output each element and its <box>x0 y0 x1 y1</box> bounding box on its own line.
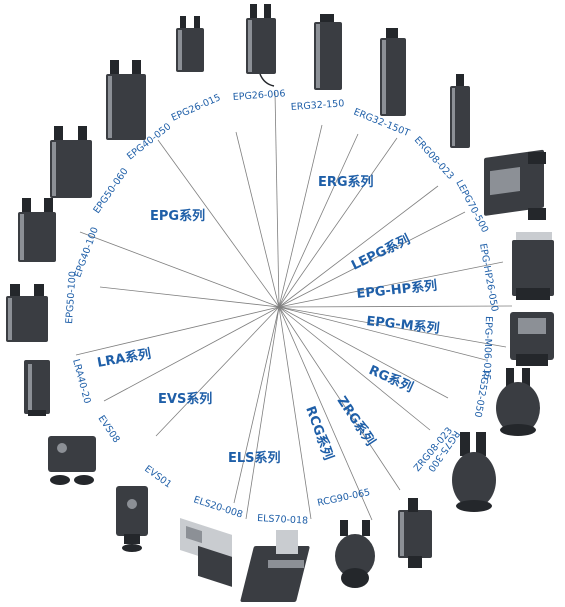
model-label-rg52-050: RG52-050 <box>472 369 491 418</box>
gripper-parallel-icon <box>106 60 146 140</box>
gripper-parallel-icon <box>176 16 204 72</box>
spoke-line <box>157 139 280 308</box>
spoke-line <box>274 91 280 308</box>
gripper-parallel-icon <box>6 284 48 342</box>
model-label-els20-008: ELS20-008 <box>192 494 244 520</box>
model-label-epg40-100: EPG40-100 <box>72 226 100 279</box>
gripper-rotary-round-icon <box>496 368 540 436</box>
spoke-line <box>278 305 513 308</box>
series-label-rcg: RCG系列 <box>302 404 336 462</box>
series-label-erg: ERG系列 <box>318 174 374 190</box>
spoke-line <box>278 306 431 431</box>
series-label-lepg: LEPG系列 <box>349 231 413 273</box>
spoke-line <box>278 261 504 308</box>
spoke-line <box>278 306 487 361</box>
spoke-line <box>278 133 359 308</box>
linear-slide-icon <box>240 530 310 602</box>
series-label-epg-hp: EPG-HP系列 <box>356 278 438 302</box>
gripper-parallel-icon <box>246 4 276 87</box>
model-label-els70-018: ELS70-018 <box>257 513 308 527</box>
spoke-line <box>233 306 280 504</box>
spoke-line <box>103 306 280 402</box>
series-label-els: ELS系列 <box>228 450 281 466</box>
gripper-parallel-icon <box>18 198 56 262</box>
model-label-epg-hp26-050: EPG-HP26-050 <box>477 243 500 313</box>
model-label-epg-m06-015: EPG-M06-015 <box>481 316 494 381</box>
model-label-epg50-060: EPG50-060 <box>91 166 130 216</box>
spoke-line <box>278 306 312 520</box>
model-label-epg26-015: EPG26-015 <box>170 92 223 124</box>
linear-slide-icon <box>180 518 232 587</box>
spoke-line <box>278 185 439 308</box>
spoke-line <box>278 211 466 308</box>
gripper-slim-icon <box>450 74 470 148</box>
spoke-line <box>75 306 280 356</box>
spoke-line <box>155 306 280 437</box>
gripper-parallel-icon <box>512 232 554 300</box>
gripper-rotary-round-icon <box>452 432 496 512</box>
gripper-rotary-icon <box>314 14 342 90</box>
series-label-evs: EVS系列 <box>158 391 212 407</box>
spoke-line <box>278 306 449 399</box>
spoke-line <box>278 124 323 308</box>
spoke-line <box>99 286 280 308</box>
linear-actuator-icon <box>24 360 50 416</box>
series-label-zrg: ZRG系列 <box>334 393 379 448</box>
gripper-centric-icon <box>335 520 375 588</box>
vacuum-generator-icon <box>116 486 148 552</box>
model-label-epg50-100: EPG50-100 <box>64 271 79 324</box>
spoke-line <box>245 306 280 520</box>
spokes <box>75 91 513 521</box>
spoke-line <box>235 131 280 308</box>
vacuum-generator-icon <box>48 436 96 485</box>
gripper-mini-icon <box>510 312 554 366</box>
model-label-erg08-023: ERG08-023 <box>412 135 456 182</box>
model-label-rcg90-065: RCG90-065 <box>316 487 371 509</box>
spoke-line <box>278 306 507 348</box>
spoke-line <box>278 137 398 308</box>
spoke-line <box>79 231 280 308</box>
model-label-evs08: EVS08 <box>96 414 122 446</box>
series-label-lra: LRA系列 <box>96 346 152 371</box>
gripper-long-stroke-icon <box>484 149 546 220</box>
spoke-line <box>278 306 401 491</box>
model-label-epg26-006: EPG26-006 <box>232 88 285 103</box>
model-label-evs01: EVS01 <box>142 464 173 491</box>
gripper-rotary-icon <box>380 28 406 116</box>
series-label-epg: EPG系列 <box>150 208 205 224</box>
spoke-line <box>278 306 373 521</box>
gripper-parallel-icon <box>50 126 92 198</box>
model-label-erg32-150: ERG32-150 <box>290 98 344 113</box>
gripper-z-rotary-icon <box>398 498 432 568</box>
model-label-lra40-20: LRA40-20 <box>70 358 92 405</box>
series-label-epg-m: EPG-M系列 <box>366 313 441 337</box>
